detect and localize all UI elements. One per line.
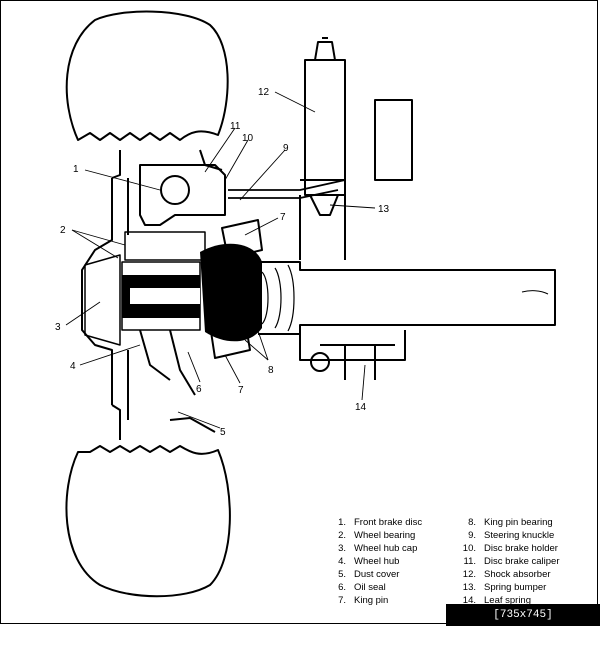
legend-item: 11.Disc brake caliper <box>463 556 560 567</box>
callout-2: 2 <box>60 225 66 236</box>
leaf-spring <box>299 330 406 361</box>
callout-11: 11 <box>230 121 241 132</box>
image-frame <box>0 0 598 624</box>
callout-5: 5 <box>220 427 226 438</box>
callout-3: 3 <box>55 322 61 333</box>
legend-item: 3.Wheel hub cap <box>338 543 418 554</box>
legend-item: 9.Steering knuckle <box>468 530 555 541</box>
legend-item: 13.Spring bumper <box>462 582 547 593</box>
watermark: [735x745] http://upic.me/ <box>446 604 600 643</box>
caliper <box>139 164 226 226</box>
callout-8: 8 <box>268 365 274 376</box>
legend-item: 6.Oil seal <box>338 582 386 593</box>
shock-absorber <box>304 59 346 196</box>
steering-knuckle <box>200 243 262 342</box>
axle-tube <box>258 261 556 335</box>
callout-7-lower: 7 <box>238 385 244 396</box>
legend-column-2: 8.King pin bearing 9.Steering knuckle 10… <box>460 516 560 607</box>
callout-1: 1 <box>73 164 79 175</box>
callout-10: 10 <box>242 133 254 144</box>
legend-item: 10.Disc brake holder <box>462 543 558 554</box>
legend-item: 12.Shock absorber <box>462 569 551 580</box>
tire-lower <box>65 445 231 598</box>
tire-upper <box>65 10 229 141</box>
legend-column-1: 1.Front brake disc 2.Wheel bearing 3.Whe… <box>330 516 422 607</box>
front-axle-cutaway-diagram: 1 2 3 4 5 6 7 7 8 9 10 11 12 13 14 <box>55 10 556 598</box>
wheel-disc <box>81 178 129 420</box>
legend-item: 5.Dust cover <box>338 569 400 580</box>
legend-item: 14.Leaf spring <box>462 595 532 606</box>
callout-4: 4 <box>70 361 76 372</box>
callout-7-upper: 7 <box>280 212 286 223</box>
callout-9: 9 <box>283 143 289 154</box>
legend-item: 7.King pin <box>338 595 389 606</box>
callout-6: 6 <box>196 384 202 395</box>
callout-12: 12 <box>258 87 270 98</box>
legend-item: 2.Wheel bearing <box>338 530 416 541</box>
legend-item: 1.Front brake disc <box>338 517 423 528</box>
rim-lower <box>111 404 216 440</box>
callout-13: 13 <box>378 204 390 215</box>
callout-14: 14 <box>355 402 367 413</box>
legend-item: 8.King pin bearing <box>468 517 553 528</box>
legend-item: 4.Wheel hub <box>338 556 400 567</box>
